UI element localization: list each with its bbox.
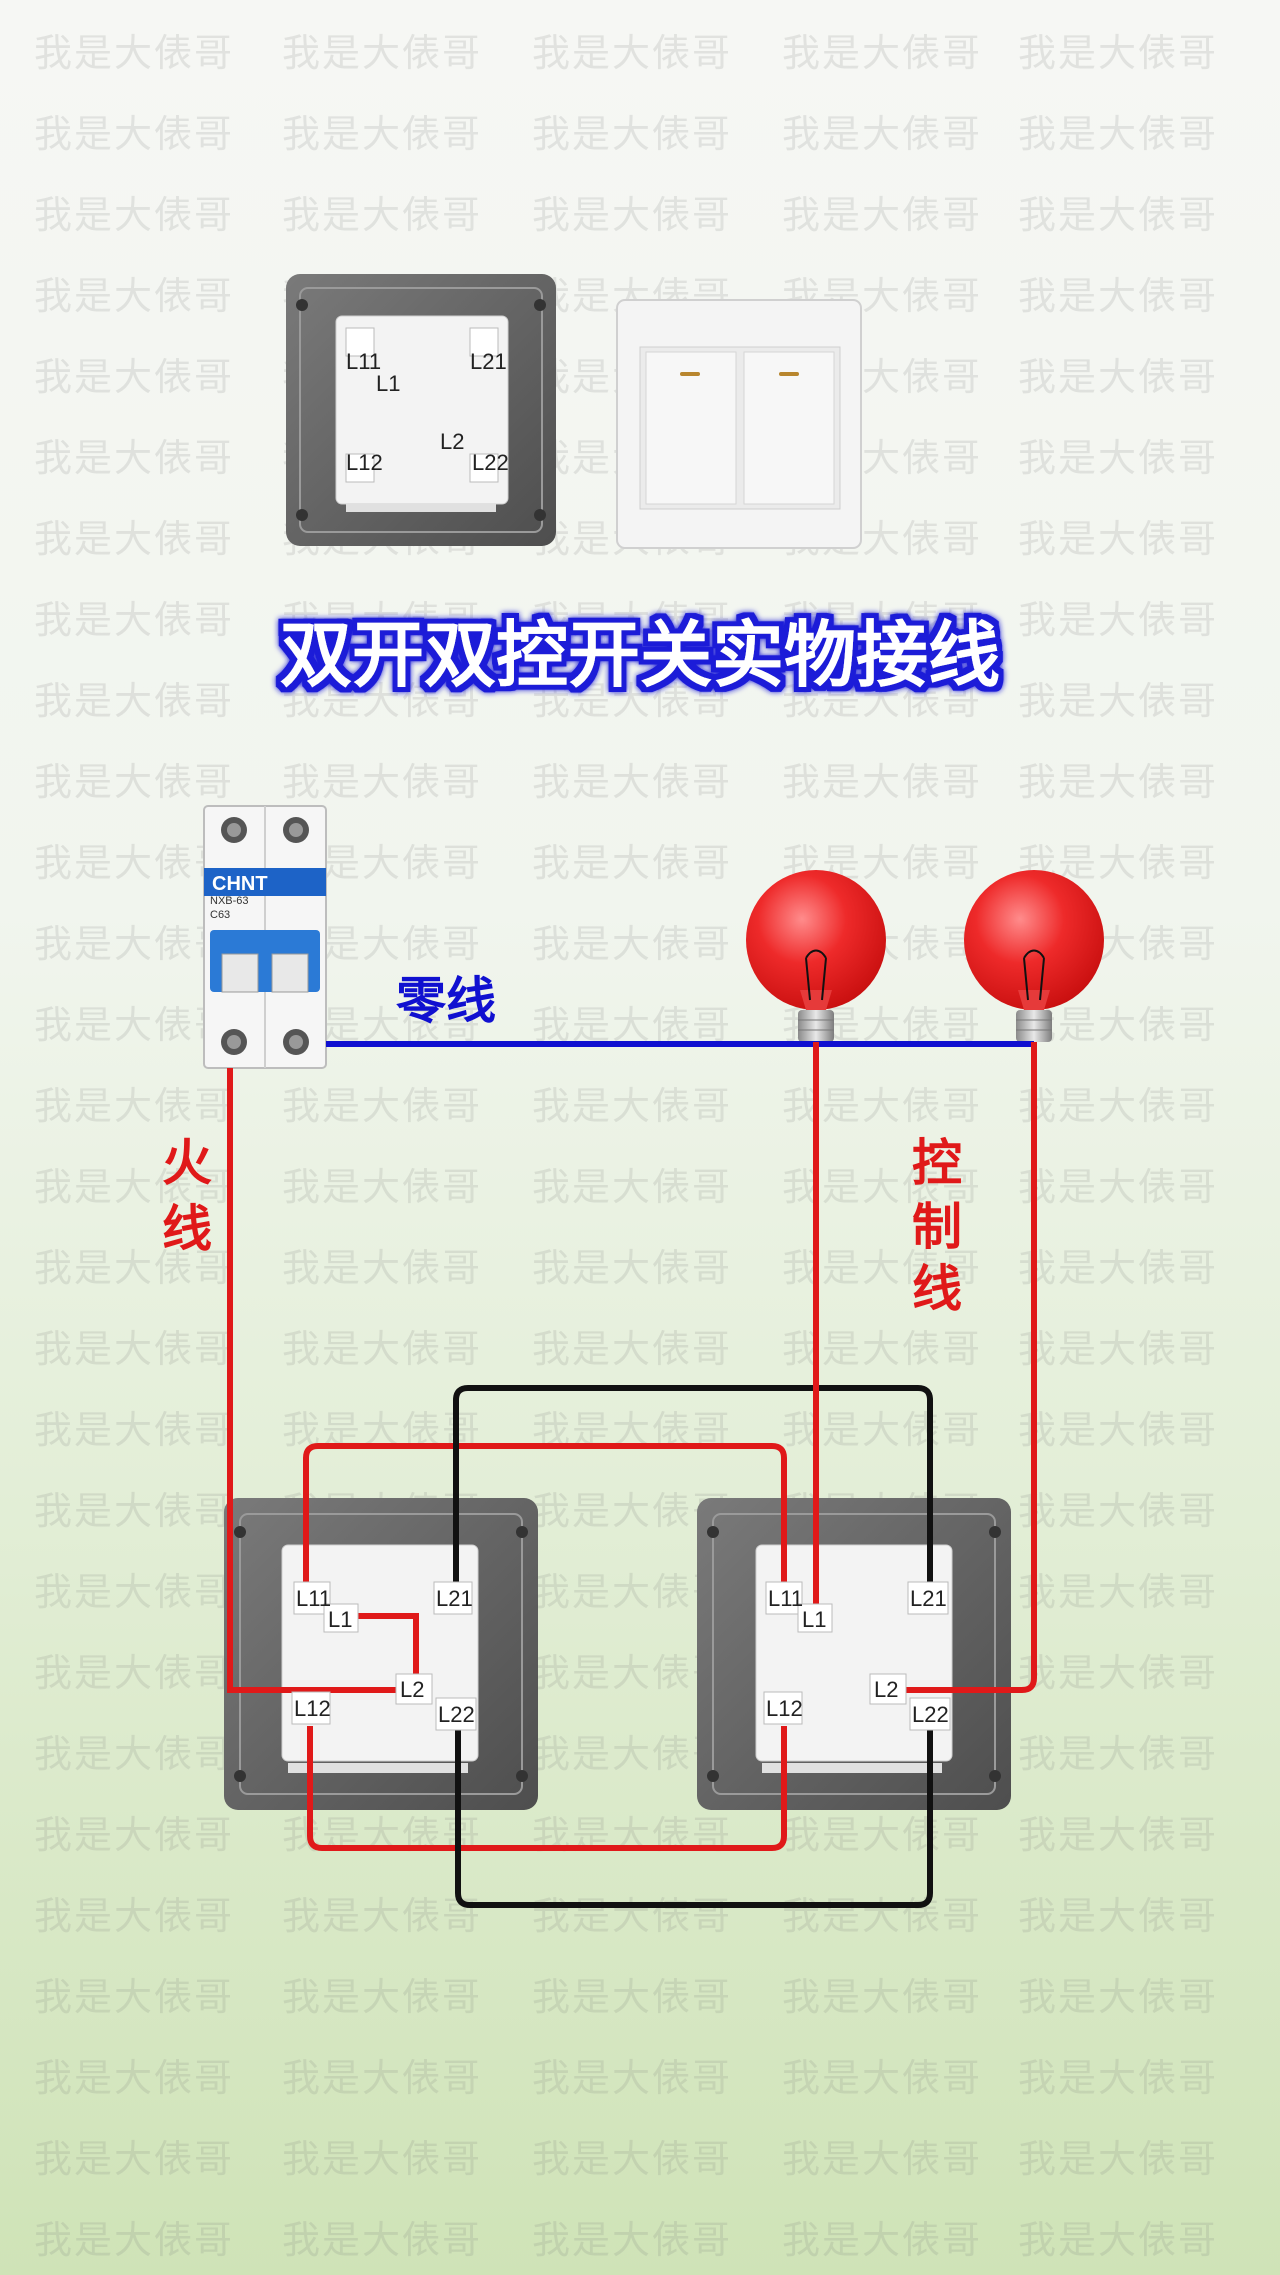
right-label-l22: L22 bbox=[912, 1702, 949, 1727]
right-label-l11: L11 bbox=[768, 1586, 803, 1611]
switch-front-panel bbox=[616, 299, 862, 549]
red-traveler-top bbox=[303, 1443, 787, 1585]
breaker-model: NXB-63 bbox=[210, 895, 249, 907]
breaker-brand: CHNT bbox=[212, 873, 268, 895]
control-wire-label-char1: 控 bbox=[912, 1134, 962, 1192]
top-label-l1: L1 bbox=[376, 371, 400, 396]
left-label-l12: L12 bbox=[294, 1696, 331, 1721]
right-label-l12: L12 bbox=[766, 1696, 803, 1721]
left-label-l22: L22 bbox=[438, 1702, 475, 1727]
top-label-l22: L22 bbox=[472, 450, 509, 475]
top-label-l11: L11 bbox=[346, 349, 381, 374]
left-label-l21: L21 bbox=[436, 1586, 473, 1611]
right-label-l21: L21 bbox=[910, 1586, 947, 1611]
left-label-l2: L2 bbox=[400, 1677, 424, 1702]
control-wire-label-char3: 线 bbox=[912, 1260, 962, 1318]
live-wire-label-char1: 火 bbox=[162, 1134, 212, 1192]
control-wire-2 bbox=[904, 1042, 1037, 1693]
left-label-l11: L11 bbox=[296, 1586, 331, 1611]
circuit-breaker: CHNT NXB-63 C63 bbox=[203, 805, 327, 1069]
switch-right bbox=[697, 1498, 1011, 1810]
top-label-l2: L2 bbox=[440, 429, 464, 454]
live-wire-label-char2: 线 bbox=[162, 1200, 212, 1258]
left-l1-to-l2-wire bbox=[358, 1613, 419, 1680]
switch-rear-reference: L11 L1 L21 L2 L12 L22 bbox=[286, 274, 556, 546]
left-label-l1: L1 bbox=[328, 1607, 352, 1632]
top-label-l21: L21 bbox=[470, 349, 507, 374]
right-label-l2: L2 bbox=[874, 1677, 898, 1702]
right-label-l1: L1 bbox=[802, 1607, 826, 1632]
left-switch-terminals: L11 L21 L1 L2 L12 L22 bbox=[291, 1581, 477, 1731]
black-traveler-bottom bbox=[455, 1726, 933, 1908]
breaker-rating: C63 bbox=[210, 909, 230, 921]
top-label-l12: L12 bbox=[346, 450, 383, 475]
right-switch-terminals: L11 L21 L1 L2 L12 L22 bbox=[763, 1581, 951, 1731]
neutral-wire-label: 零线 bbox=[396, 972, 496, 1030]
bulb-left bbox=[746, 870, 886, 1042]
bulb-right bbox=[964, 870, 1104, 1042]
red-traveler-bottom bbox=[307, 1726, 787, 1851]
black-traveler-top bbox=[453, 1385, 933, 1585]
control-wire-label-char2: 制 bbox=[912, 1198, 962, 1256]
page-title: 双开双控开关实物接线 bbox=[280, 613, 1000, 697]
live-wire bbox=[227, 1068, 414, 1693]
switch-left bbox=[224, 1498, 538, 1810]
